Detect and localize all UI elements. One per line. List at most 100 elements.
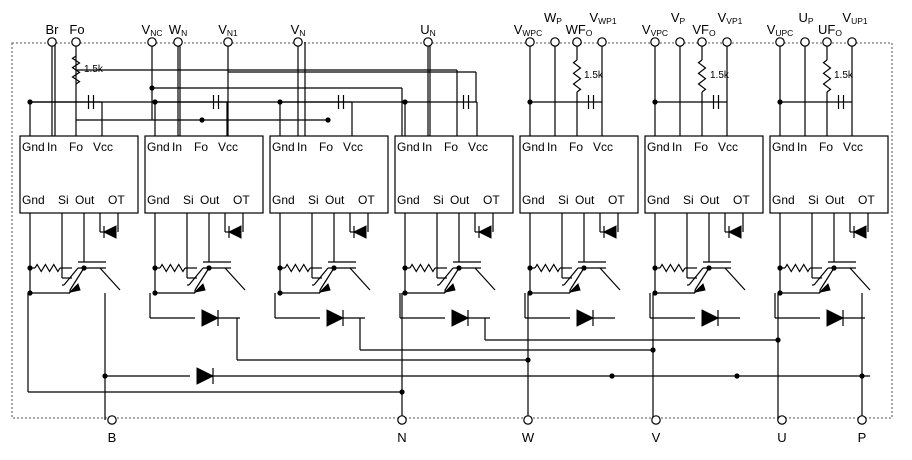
igbt-emitter (694, 267, 710, 291)
wire (438, 267, 454, 286)
igbt-emitter (569, 267, 585, 291)
ic-pin-label: OT (858, 193, 875, 207)
input-terminal (675, 37, 685, 47)
ic-pin-label: Vcc (218, 140, 238, 154)
ic-pin-label: Vcc (843, 140, 863, 154)
ic-pin-label: OT (483, 193, 500, 207)
junction-dot (525, 357, 531, 363)
gate-resistor (159, 263, 186, 273)
ic-pin-label: Gnd (272, 193, 295, 207)
junction-dot (527, 99, 533, 105)
diode-icon (201, 309, 220, 327)
ic-pin-label: Si (58, 193, 69, 207)
ic-pin-label: Out (575, 193, 595, 207)
fo-pullup-resistor (697, 59, 707, 93)
temp-diode-icon (102, 225, 117, 239)
temp-diode-icon (602, 225, 617, 239)
fault-out-terminal (697, 37, 707, 47)
wire (688, 267, 704, 286)
supply-ground-terminal (775, 37, 785, 47)
vcc-terminal (847, 37, 857, 47)
gate-resistor (784, 263, 811, 273)
junction-dot (277, 265, 283, 271)
vn-terminal (293, 37, 303, 47)
junction-dot (152, 290, 158, 296)
junction-dot (652, 99, 658, 105)
junction-dot (277, 290, 283, 296)
ic-pin-label: In (672, 140, 682, 154)
bottom-terminal-label: P (858, 430, 867, 445)
igbt-arrow (568, 283, 581, 293)
fo-pullup-resistor (572, 59, 582, 93)
ic-pin-label: Fo (694, 140, 708, 154)
ic-pin-label: Si (683, 193, 694, 207)
ic-pin-label: Si (558, 193, 569, 207)
diode-icon (196, 367, 215, 385)
ic-pin-label: Fo (444, 140, 458, 154)
igbt-emitter (194, 267, 210, 291)
un-terminal (423, 37, 433, 47)
bottom-terminal (397, 415, 407, 425)
igbt-arrow (818, 283, 831, 293)
gate-resistor (409, 263, 436, 273)
junction-dot (609, 373, 615, 379)
ic-pin-label: Gnd (647, 193, 670, 207)
temp-diode-icon (227, 225, 242, 239)
igbt-arrow (193, 283, 206, 293)
wire (813, 267, 829, 286)
br-terminal (47, 37, 57, 47)
ic-pin-label: Gnd (397, 140, 420, 154)
igbt-emitter (319, 267, 335, 291)
ic-pin-label: Gnd (772, 140, 795, 154)
resistor-value-label: 1.5k (84, 64, 104, 75)
ic-pin-label: In (547, 140, 557, 154)
driver-ic-2 (144, 135, 264, 214)
junction-dot (527, 290, 533, 296)
junction-dot (277, 99, 283, 105)
junction-dot (777, 290, 783, 296)
terminal-label: WP (544, 10, 562, 26)
diode-icon (326, 309, 345, 327)
ic-pin-label: Gnd (147, 193, 170, 207)
junction-dot (325, 117, 331, 123)
terminal-label: WN (169, 22, 187, 38)
junction-dot (27, 290, 33, 296)
junction-dot (152, 99, 158, 105)
terminal-label: UP (798, 10, 813, 26)
gate-resistor (34, 263, 61, 273)
ic-pin-label: Gnd (397, 193, 420, 207)
bottom-terminal-label: W (522, 430, 535, 445)
ic-pin-label: In (297, 140, 307, 154)
wire (63, 267, 79, 286)
junction-dot (27, 265, 33, 271)
ic-pin-label: In (422, 140, 432, 154)
junction-dot (859, 373, 865, 379)
fault-out-terminal (822, 37, 832, 47)
ic-pin-label: Out (825, 193, 845, 207)
ic-pin-label: Fo (194, 140, 208, 154)
bottom-terminal (857, 415, 867, 425)
wn-terminal (173, 37, 183, 47)
junction-dot (775, 337, 781, 343)
diode-icon (451, 309, 470, 327)
bottom-terminal (107, 415, 117, 425)
vnc-terminal (147, 37, 157, 47)
terminal-label: UN (420, 22, 436, 38)
ic-pin-label: Out (700, 193, 720, 207)
resistor-value-label: 1.5k (710, 70, 730, 81)
junction-dot (199, 117, 205, 123)
ic-pin-label: Gnd (22, 140, 45, 154)
gate-resistor (284, 263, 311, 273)
bottom-terminal (523, 415, 533, 425)
module-boundary (11, 42, 893, 419)
junction-dot (777, 99, 783, 105)
fo-pullup-resistor (71, 55, 81, 85)
ic-pin-label: Si (183, 193, 194, 207)
wire (313, 267, 329, 286)
gate-resistor (659, 263, 686, 273)
igbt-arrow (443, 283, 456, 293)
junction-dot (399, 389, 405, 395)
ic-pin-label: Vcc (593, 140, 613, 154)
terminal-label: UFO (818, 22, 842, 38)
